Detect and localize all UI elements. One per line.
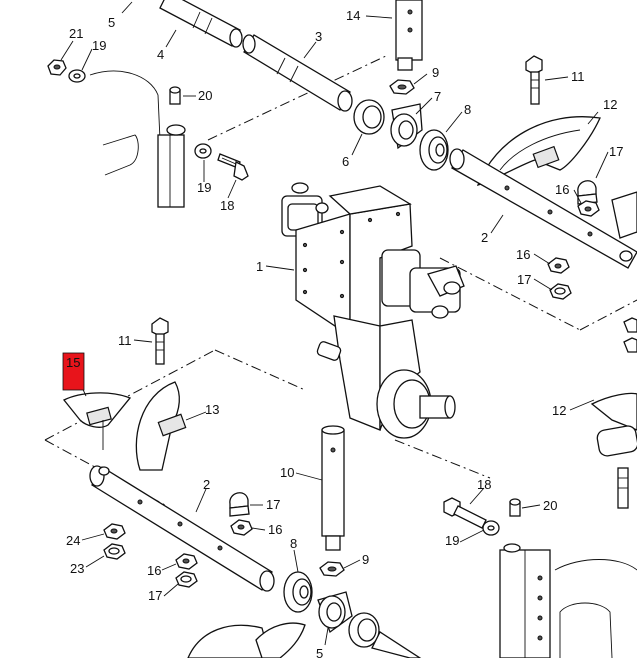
nut-23: [103, 543, 126, 560]
callout-15-highlight: [62, 352, 85, 391]
callout-15: 15: [66, 355, 80, 370]
callout-16-left: 16: [268, 522, 282, 537]
callout-19-lower: 19: [445, 533, 459, 548]
seal-8a: [419, 129, 449, 171]
callout-9-top: 9: [432, 65, 439, 80]
callout-1: 1: [256, 259, 263, 274]
nut-16b: [547, 257, 570, 274]
callout-16-right: 16: [516, 247, 530, 262]
pivot-shaft-14: [395, 0, 423, 71]
callout-4: 4: [157, 47, 164, 62]
washer-19c: [482, 520, 500, 536]
callout-12-top: 12: [603, 97, 617, 112]
washer-19b: [194, 143, 212, 159]
callout-20-top: 20: [198, 88, 212, 103]
bolt-11c: [617, 467, 629, 509]
callout-11-left: 11: [118, 333, 132, 348]
callout-21: 21: [69, 26, 83, 41]
deflector-15: [62, 392, 132, 450]
shaft-4: [159, 0, 243, 48]
leader-lines: [60, 1, 609, 646]
callout-17-lower: 17: [148, 588, 162, 603]
callout-20-lower: 20: [543, 498, 557, 513]
callout-2-top: 2: [481, 230, 488, 245]
frame-bracket-lower-right: [499, 543, 637, 658]
nut-24: [103, 523, 126, 540]
nut-9b: [319, 561, 345, 577]
callout-10: 10: [280, 465, 294, 480]
callout-17-top: 17: [609, 144, 623, 159]
grease-fitting-20a: [169, 86, 181, 105]
shaft-3: [242, 34, 353, 112]
right-edge-parts: [611, 191, 637, 353]
frame-bracket-upper-left: [89, 70, 186, 208]
housing-7: [390, 103, 423, 150]
nut-16d: [175, 553, 198, 570]
callout-14: 14: [346, 8, 360, 23]
callout-7: 7: [434, 89, 441, 104]
nut-16a: [577, 200, 600, 217]
bearing-6: [353, 99, 385, 135]
cap-nut-17d: [175, 571, 198, 588]
callout-19-mid: 19: [197, 180, 211, 195]
nut-21: [47, 59, 67, 76]
callout-9-lower: 9: [362, 552, 369, 567]
tube-2b: [89, 465, 275, 592]
bolt-18b: [443, 497, 487, 529]
grease-fitting-20b: [509, 498, 521, 517]
nut-16c: [230, 519, 253, 536]
shield-12-lower-left: [187, 622, 306, 658]
callout-8-top: 8: [464, 102, 471, 117]
housing-7b: [317, 591, 353, 634]
washer-19a: [68, 69, 86, 83]
cap-nut-17c: [229, 492, 250, 517]
callout-16-lower: 16: [147, 563, 161, 578]
bolt-11a: [525, 55, 543, 105]
bearing-6b: [348, 612, 380, 648]
upper-dashed-frame: [207, 54, 637, 331]
bolt-18a: [217, 153, 249, 181]
callout-2-left: 2: [203, 477, 210, 492]
tube-2a: [449, 148, 637, 269]
shield-13: [135, 381, 187, 471]
gearbox-1: [281, 182, 465, 439]
callout-17-right: 17: [517, 272, 531, 287]
callout-numbers: 5 14 21 19 4 3 9 11 20 7 8 12 6 17 19 18…: [66, 8, 623, 658]
seal-8b: [283, 571, 313, 613]
callout-5-bottom: 5: [316, 646, 323, 658]
callout-5-top: 5: [108, 15, 115, 30]
callout-23: 23: [70, 561, 84, 576]
callout-6: 6: [342, 154, 349, 169]
shield-12a: [476, 116, 601, 186]
callout-17-left: 17: [266, 497, 280, 512]
callout-18-lower: 18: [477, 477, 491, 492]
callout-3: 3: [315, 29, 322, 44]
cap-nut-17b: [549, 283, 572, 300]
callout-8-lower: 8: [290, 536, 297, 551]
callout-24: 24: [66, 533, 80, 548]
callout-16-top: 16: [555, 182, 569, 197]
callout-11-top: 11: [571, 69, 585, 84]
shaft-3b: [371, 631, 422, 658]
callout-19-top: 19: [92, 38, 106, 53]
nut-9a: [389, 79, 415, 95]
cap-nut-17a: [577, 180, 598, 205]
shield-12b: [590, 392, 637, 457]
callout-18-mid: 18: [220, 198, 234, 213]
shaft-10: [321, 425, 345, 551]
bolt-11b: [151, 317, 169, 365]
callout-13: 13: [205, 402, 219, 417]
callout-12-right: 12: [552, 403, 566, 418]
